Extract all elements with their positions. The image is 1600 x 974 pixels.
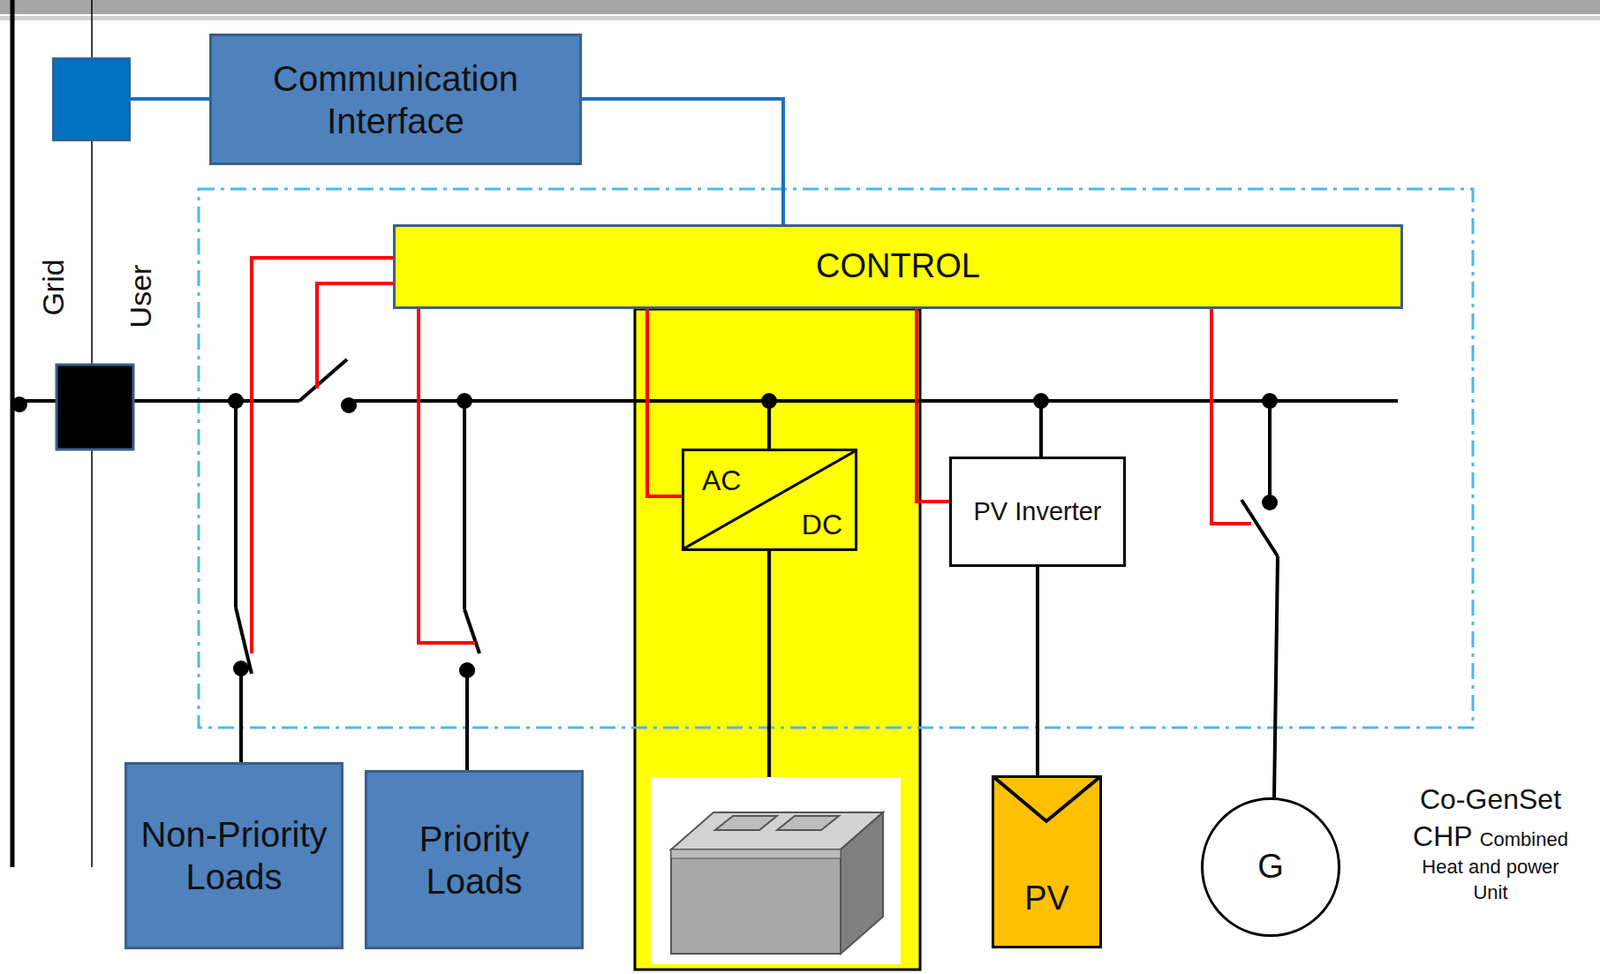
- comm-wire: [129, 97, 210, 101]
- node-text: PV Inverter: [973, 496, 1102, 528]
- header-rule: [0, 15, 1600, 21]
- control-wire: [251, 257, 393, 654]
- node-text: G: [1257, 846, 1284, 888]
- meter: [56, 364, 134, 450]
- connector: [1035, 566, 1040, 776]
- genset-caption: Co-GenSetCHPCombined Heat and power Unit: [1403, 781, 1578, 906]
- side-label: Grid: [35, 258, 70, 316]
- junction-dot: [1261, 494, 1278, 511]
- grid-line: [10, 0, 16, 868]
- panel-mark: [991, 775, 1102, 949]
- battery-symbol: [650, 777, 901, 965]
- junction-dot: [11, 396, 28, 413]
- node-text: CONTROL: [815, 246, 981, 287]
- wire: [1274, 556, 1278, 798]
- wire: [767, 550, 771, 811]
- control-wire: [1211, 309, 1252, 524]
- comm-port: [52, 58, 130, 141]
- system-boundary: [198, 188, 1473, 728]
- wire: [233, 400, 238, 608]
- wire: [1267, 400, 1272, 503]
- control-wire: [418, 309, 476, 643]
- connector: [647, 309, 682, 497]
- generator-circle: G: [1200, 797, 1341, 937]
- bus: [348, 399, 1398, 403]
- load-box: Priority Loads: [364, 769, 584, 950]
- wire: [767, 400, 771, 449]
- interface-box: Communication Interface: [209, 33, 582, 166]
- wire: [465, 670, 469, 770]
- control-wire: [316, 283, 393, 389]
- switch-blade: [299, 359, 348, 401]
- header-bar: [0, 0, 1600, 15]
- connector: [581, 98, 784, 225]
- genset-title: Co-GenSet: [1403, 781, 1578, 819]
- switch-blade: [1241, 499, 1278, 557]
- junction-dot: [340, 397, 357, 414]
- node-text: Priority Loads: [376, 817, 573, 903]
- storage-column: [634, 309, 921, 970]
- load-box: Non-Priority Loads: [124, 762, 344, 950]
- side-label: User: [123, 264, 159, 328]
- connector: [916, 309, 950, 502]
- panel-v: [991, 775, 1102, 822]
- inverter-box: PV Inverter: [949, 456, 1126, 567]
- wire: [1039, 400, 1043, 457]
- genset-desc: CHPCombined Heat and power Unit: [1403, 818, 1578, 906]
- node-text: Non-Priority Loads: [135, 813, 333, 899]
- diagonal: [684, 451, 855, 549]
- node-text: DC: [801, 507, 843, 542]
- control-box: CONTROL: [392, 224, 1404, 310]
- genset-abbrev: CHP: [1412, 820, 1473, 853]
- node-text: PV: [1024, 878, 1070, 920]
- node-text: Communication Interface: [220, 57, 571, 143]
- switch-blade: [464, 609, 480, 654]
- node-text: AC: [701, 463, 741, 498]
- wire: [239, 668, 243, 763]
- converter-box: AC DC: [681, 448, 858, 551]
- pv-panel: PV: [991, 775, 1102, 949]
- wire: [462, 400, 467, 610]
